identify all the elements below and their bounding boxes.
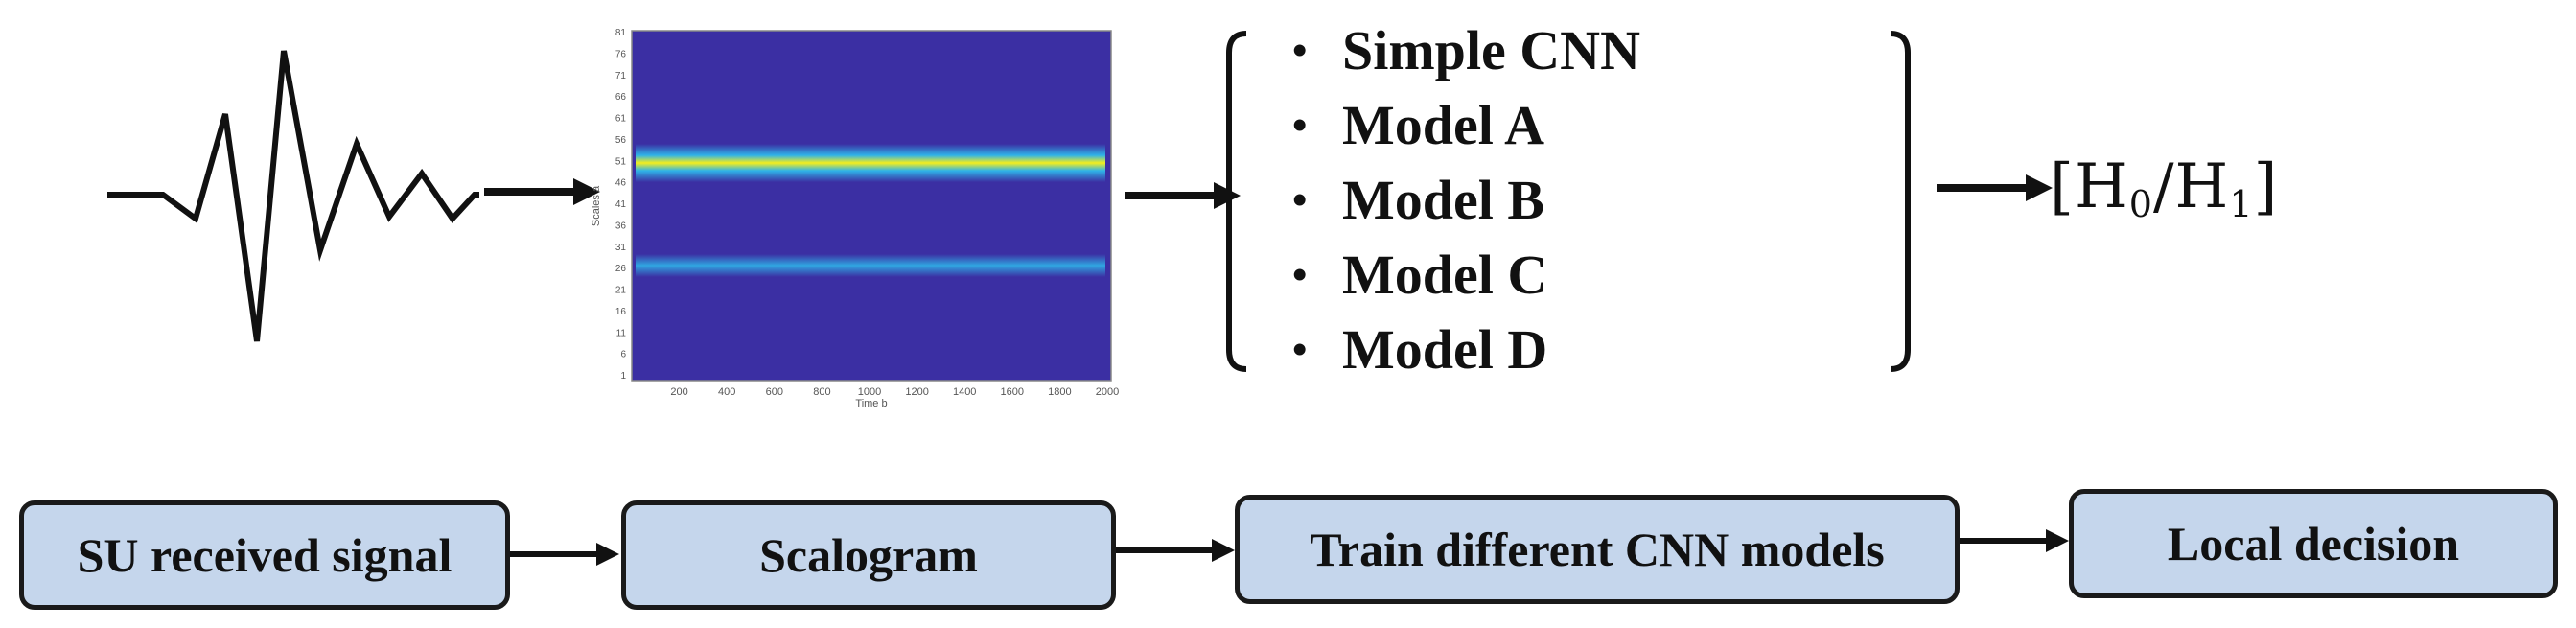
- x-axis-label: Time b: [855, 398, 887, 407]
- y-tick-label: 56: [615, 135, 627, 146]
- y-tick-label: 81: [615, 28, 627, 38]
- models-right-bracket: [1890, 31, 1911, 372]
- flow-arrow-3: [1960, 529, 2069, 552]
- y-tick-label: 76: [615, 49, 627, 59]
- arrow-models-to-decision: [1937, 174, 2053, 201]
- x-tick-labels: 200 400 600 800 1000 1200 1400 1600 1800 2000: [670, 386, 1119, 398]
- model-item: •Model C: [1292, 244, 1548, 306]
- flow-step-train-cnn-models: Train different CNN models: [1235, 495, 1960, 604]
- y-tick-label: 21: [615, 286, 627, 296]
- y-tick-label: 61: [615, 114, 627, 125]
- x-tick-label: 1800: [1048, 386, 1071, 398]
- x-tick-label: 1600: [1001, 386, 1024, 398]
- x-tick-label: 1400: [953, 386, 976, 398]
- y-axis-label: Scales a: [591, 185, 602, 226]
- y-tick-label: 26: [615, 264, 627, 274]
- hypothesis-decision-label: [H0/H1]: [2050, 151, 2279, 225]
- x-tick-label: 200: [670, 386, 687, 398]
- y-tick-label: 11: [616, 328, 627, 338]
- x-tick-label: 400: [718, 386, 735, 398]
- x-tick-label: 2000: [1096, 386, 1119, 398]
- y-tick-label: 16: [615, 307, 627, 317]
- y-tick-label: 71: [615, 71, 627, 81]
- y-tick-label: 51: [615, 156, 627, 167]
- flow-step-scalogram: Scalogram: [621, 500, 1116, 610]
- y-tick-label: 36: [615, 221, 627, 231]
- model-item: •Model D: [1292, 318, 1548, 381]
- y-tick-label: 31: [615, 243, 627, 253]
- model-item: •Simple CNN: [1292, 19, 1640, 81]
- weak-band: [636, 254, 1105, 277]
- x-tick-label: 1000: [858, 386, 881, 398]
- arrow-signal-to-scalogram: [484, 178, 600, 205]
- flow-step-su-received-signal: SU received signal: [19, 500, 510, 610]
- x-tick-label: 1200: [905, 386, 928, 398]
- strong-band: [636, 144, 1105, 182]
- x-tick-label: 800: [813, 386, 830, 398]
- x-tick-label: 600: [766, 386, 783, 398]
- flow-arrow-2: [1116, 539, 1235, 562]
- y-tick-label: 41: [615, 199, 627, 210]
- y-tick-label: 6: [620, 350, 626, 361]
- flow-step-local-decision: Local decision: [2069, 489, 2558, 598]
- y-tick-label: 46: [615, 178, 627, 189]
- model-item: •Model A: [1292, 94, 1545, 156]
- y-tick-label: 66: [615, 92, 627, 103]
- model-item: •Model B: [1292, 169, 1545, 231]
- y-tick-label: 1: [620, 371, 626, 382]
- flow-arrow-1: [510, 543, 619, 566]
- signal-waveform: [107, 50, 479, 342]
- cnn-model-list: •Simple CNN •Model A •Model B •Model C •…: [1292, 13, 1640, 387]
- plot-area: [632, 31, 1111, 381]
- models-left-bracket: [1226, 31, 1247, 372]
